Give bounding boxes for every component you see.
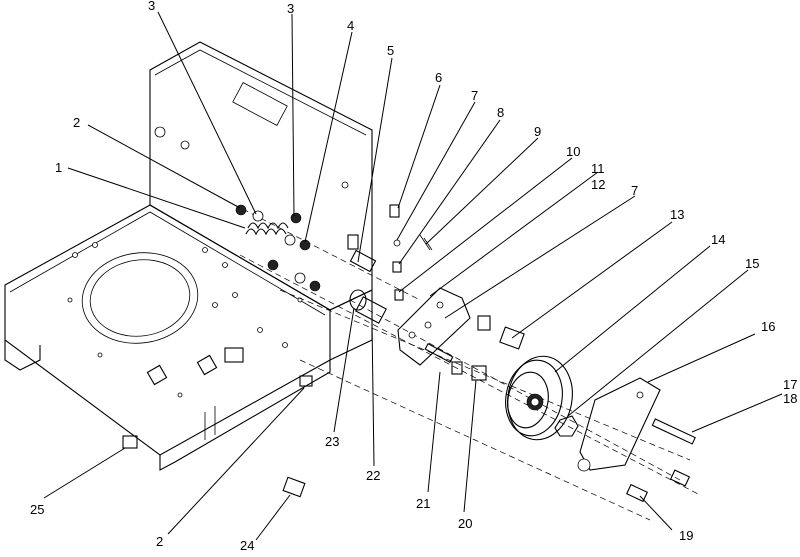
- leader-lines: [43, 11, 783, 541]
- callout-17: 17: [783, 377, 797, 392]
- callout-1: 1: [55, 160, 62, 175]
- callout-4: 4: [347, 18, 354, 33]
- callout-labels: 1 2 3 3 4 5 6 7 8 9 10 11 12 7 13 14 15 …: [30, 0, 797, 553]
- callout-23: 23: [325, 434, 339, 449]
- callout-8: 8: [497, 105, 504, 120]
- callout-15: 15: [745, 256, 759, 271]
- callout-6: 6: [435, 70, 442, 85]
- callout-20: 20: [458, 516, 472, 531]
- callout-13: 13: [670, 207, 684, 222]
- callout-2: 2: [73, 115, 80, 130]
- callout-7b: 7: [631, 183, 638, 198]
- callout-5: 5: [387, 43, 394, 58]
- hardware-parts: [122, 199, 701, 521]
- callout-19: 19: [679, 528, 693, 543]
- callout-12: 12: [591, 177, 605, 192]
- callout-3: 3: [148, 0, 155, 13]
- callout-7: 7: [471, 88, 478, 103]
- callout-14: 14: [711, 232, 725, 247]
- callout-25: 25: [30, 502, 44, 517]
- callout-24: 24: [240, 538, 254, 553]
- callout-16: 16: [761, 319, 775, 334]
- callout-21: 21: [416, 496, 430, 511]
- chassis-frame: [4, 41, 373, 471]
- callout-22: 22: [366, 468, 380, 483]
- callout-3b: 3: [287, 1, 294, 16]
- callout-11: 11: [591, 161, 605, 176]
- callout-18: 18: [783, 391, 797, 406]
- callout-10: 10: [566, 144, 580, 159]
- callout-9: 9: [534, 124, 541, 139]
- callout-2b: 2: [156, 534, 163, 549]
